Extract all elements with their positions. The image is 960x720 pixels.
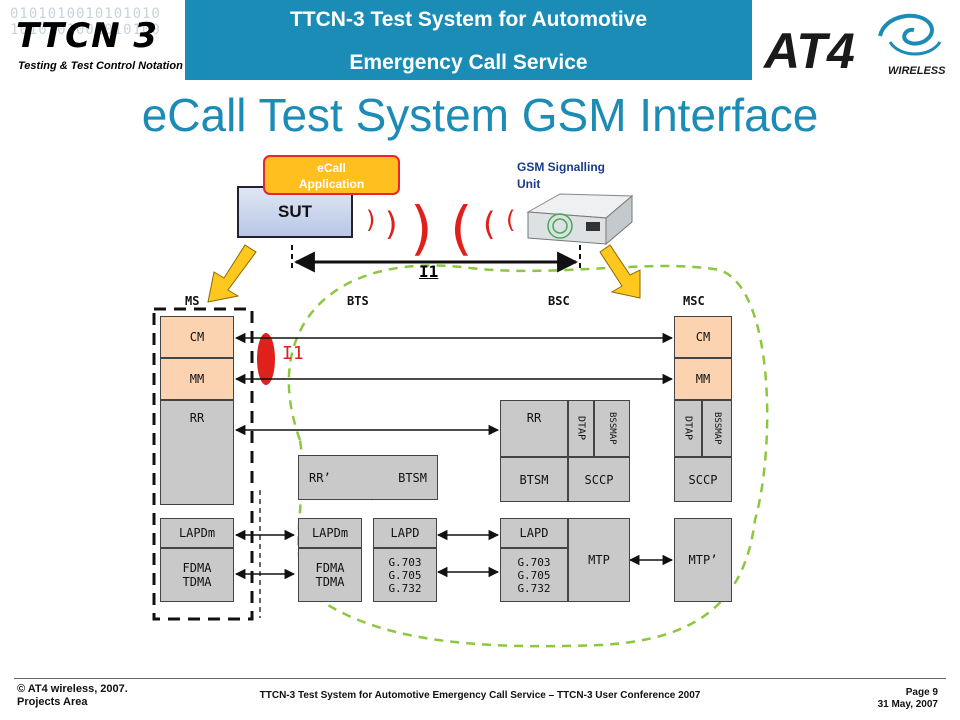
ecall-application-badge: eCall Application — [263, 155, 400, 195]
bts-g703-box: G.703 G.705 G.732 — [373, 548, 437, 602]
bsc-dtap-label: DTAP — [575, 416, 587, 441]
footer-page: Page 9 — [905, 687, 938, 698]
msc-dtap-box: DTAP — [674, 400, 702, 457]
footer-divider — [14, 678, 946, 679]
banner-line-2: Emergency Call Service — [349, 51, 588, 74]
logo-tagline: Testing & Test Control Notation — [18, 60, 183, 72]
svg-text:): ) — [366, 206, 375, 234]
col-label-ms: MS — [185, 294, 200, 308]
logo-right-mark: AT4 — [762, 23, 855, 78]
bsc-sccp-box: SCCP — [568, 457, 630, 502]
page-title: eCall Test System GSM Interface — [141, 89, 819, 141]
msc-mm-box: MM — [674, 358, 732, 400]
bsc-bssmap-box: BSSMAP — [594, 400, 630, 457]
col-label-bts: BTS — [347, 294, 369, 308]
bts-rr-label: RR’ — [309, 470, 331, 485]
msc-sccp-box: SCCP — [674, 457, 732, 502]
bts-btsm-label: BTSM — [398, 470, 427, 485]
msc-bssmap-label: BSSMAP — [712, 412, 722, 445]
ttcn3-logo: 0101010010101010 1010101001010100 TTCN 3… — [10, 6, 183, 76]
svg-text:(: ( — [450, 194, 473, 262]
bsc-mtp-box: MTP — [568, 518, 630, 602]
msc-cm-box: CM — [674, 316, 732, 358]
msc-bssmap-box: BSSMAP — [702, 400, 732, 457]
footer-copyright: © AT4 wireless, 2007. — [17, 683, 128, 695]
banner-line-1: TTCN-3 Test System for Automotive — [289, 8, 648, 31]
msc-mtp-box: MTP’ — [674, 518, 732, 602]
ms-lapdm-box: LAPDm — [160, 518, 234, 548]
footer-date: 31 May, 2007 — [877, 699, 938, 710]
svg-text:): ) — [410, 194, 433, 262]
logo-mark: TTCN 3 — [16, 16, 159, 56]
col-label-msc: MSC — [683, 294, 705, 308]
logo-binary-text: 0101010010101010 1010101001010100 — [10, 6, 161, 38]
bsc-dtap-box: DTAP — [568, 400, 594, 457]
footer-right: Page 9 31 May, 2007 — [878, 687, 938, 711]
svg-text:(: ( — [483, 205, 495, 243]
bsc-btsm-box: BTSM — [500, 457, 568, 502]
i1-red-label: I1 — [282, 343, 304, 364]
i1-top-label: I1 — [419, 262, 439, 281]
ms-fdma-box: FDMA TDMA — [160, 548, 234, 602]
bsc-g703-box: G.703 G.705 G.732 — [500, 548, 568, 602]
ms-cm-box: CM — [160, 316, 234, 358]
gsm-unit-device — [526, 193, 634, 246]
ms-rr-box: RR — [160, 400, 234, 505]
bts-fdma-box: FDMA TDMA — [298, 548, 362, 602]
msc-dtap-label: DTAP — [682, 416, 694, 441]
footer-projects-area: Projects Area — [17, 696, 88, 708]
footer-left: © AT4 wireless, 2007. Projects Area — [17, 683, 128, 709]
header-banner: TTCN-3 Test System for Automotive Emerge… — [185, 0, 752, 80]
col-label-bsc: BSC — [548, 294, 570, 308]
bsc-lapd-box: LAPD — [500, 518, 568, 548]
bsc-rr-box: RR — [500, 400, 568, 457]
ecall-label: eCall Application — [298, 161, 365, 191]
bts-rr-btsm-box: RR’ BTSM — [298, 455, 438, 500]
ms-mm-box: MM — [160, 358, 234, 400]
bts-lapd-box: LAPD — [373, 518, 437, 548]
gsm-signalling-unit-label: GSM Signalling Unit — [517, 160, 606, 191]
svg-text:): ) — [385, 205, 397, 243]
at4-wireless-logo: AT4 WIRELESS — [760, 6, 955, 79]
footer-center: TTCN-3 Test System for Automotive Emerge… — [259, 690, 701, 701]
logo-right-sub: WIRELESS — [888, 65, 946, 77]
bts-lapdm-box: LAPDm — [298, 518, 362, 548]
svg-text:(: ( — [506, 206, 515, 234]
bsc-bssmap-label: BSSMAP — [607, 412, 617, 445]
